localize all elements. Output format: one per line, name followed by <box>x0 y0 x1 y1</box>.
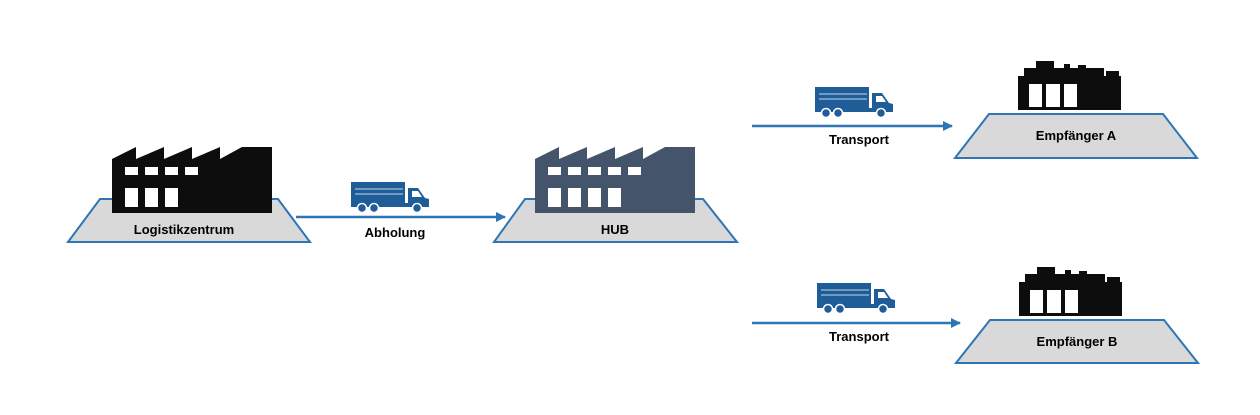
store-icon <box>1018 61 1121 110</box>
edge-transport-a: Transport <box>752 87 953 147</box>
factory-icon <box>535 147 695 213</box>
node-empfaenger-b: Empfänger B <box>953 267 1201 364</box>
node-label-hub: HUB <box>601 222 629 237</box>
truck-icon <box>815 87 893 119</box>
platform <box>952 113 1200 159</box>
node-label-logistikzentrum: Logistikzentrum <box>134 222 234 237</box>
edge-transport-b: Transport <box>752 283 961 344</box>
node-label-empfaenger-a: Empfänger A <box>1036 128 1117 143</box>
truck-icon <box>817 283 895 315</box>
truck-icon <box>351 182 429 214</box>
node-hub: HUB <box>492 147 740 243</box>
node-empfaenger-a: Empfänger A <box>952 61 1200 159</box>
store-icon <box>1019 267 1122 316</box>
factory-icon <box>112 147 272 213</box>
node-label-empfaenger-b: Empfänger B <box>1037 334 1118 349</box>
edge-abholung: Abholung <box>296 182 506 240</box>
edge-label-transport-b: Transport <box>829 329 890 344</box>
platform <box>953 319 1201 364</box>
edge-label-abholung: Abholung <box>365 225 426 240</box>
edge-label-transport-a: Transport <box>829 132 890 147</box>
node-logistikzentrum: Logistikzentrum <box>66 147 312 243</box>
